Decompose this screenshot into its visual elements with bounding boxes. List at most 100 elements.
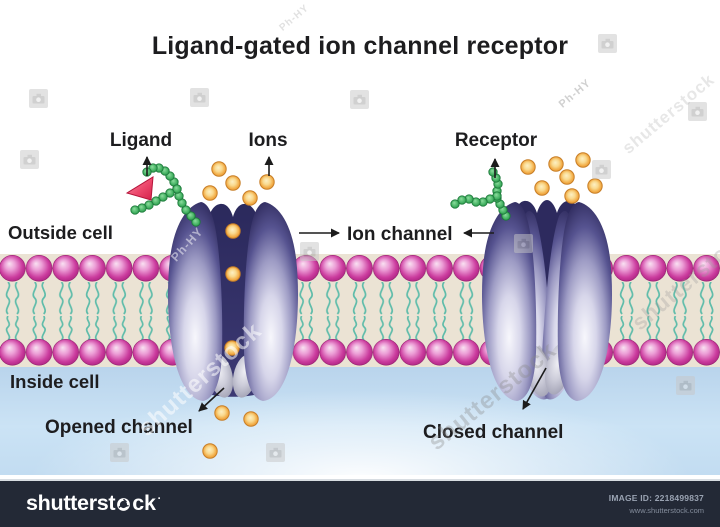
camera-bump	[117, 447, 122, 451]
ion	[587, 178, 603, 194]
camera-lens	[197, 96, 202, 101]
receptor-bead	[172, 184, 182, 194]
annotation-arrows	[142, 156, 547, 412]
inside-cell-background	[0, 367, 720, 477]
receptor-chain-left-branch	[130, 184, 182, 215]
camera-lens	[683, 384, 688, 390]
ion	[548, 156, 564, 172]
phospholipid-bilayer	[0, 255, 720, 366]
watermark-camera-icon	[190, 88, 209, 107]
lipid-heads-bottom-row	[0, 339, 720, 366]
receptor-bead	[165, 188, 175, 198]
camera-lens	[27, 158, 32, 163]
ion	[520, 159, 536, 175]
label-ions: Ions	[248, 130, 287, 151]
label-opened-channel: Opened channel	[45, 417, 193, 438]
ion	[225, 223, 241, 239]
camera-bump	[307, 246, 312, 250]
camera-lens	[599, 168, 604, 173]
ion	[211, 161, 227, 177]
ions-in-pore	[224, 223, 241, 356]
camera-bump	[27, 154, 32, 158]
receptor-bead	[457, 195, 467, 205]
closed-ion-channel	[482, 200, 612, 401]
watermark-camera-icon	[300, 242, 319, 261]
watermark-camera-icon	[676, 376, 695, 395]
logo-text-prefix: shutterst	[26, 491, 116, 516]
watermark-camera-icon	[350, 90, 369, 109]
camera-bump	[273, 447, 278, 451]
ion	[534, 180, 550, 196]
ions-outside-right	[520, 152, 603, 204]
ion	[564, 188, 580, 204]
camera-bump	[197, 92, 202, 96]
camera-lens	[307, 250, 312, 255]
watermark-camera-icon	[29, 89, 48, 108]
ion	[202, 443, 218, 459]
ligand-gated-channel-diagram: Ligand-gated ion channel receptor Ligand…	[0, 2, 720, 477]
shutterstock-logo: shutterst ck ·	[26, 493, 161, 515]
closed-channel-arrow	[522, 367, 547, 410]
receptor-bead	[450, 199, 460, 209]
watermark-camera-icon	[266, 443, 285, 462]
camera-lens	[36, 97, 41, 102]
camera-bump	[695, 106, 700, 110]
ions-outside-left	[202, 161, 275, 206]
shutterstock-footer-bar: shutterst ck · IMAGE ID: 2218499837 www.…	[0, 481, 720, 527]
ion	[225, 266, 241, 282]
watermark-squares	[20, 34, 707, 462]
receptor-bead	[158, 192, 168, 202]
footer-meta: IMAGE ID: 2218499837 www.shutterstock.co…	[609, 492, 704, 517]
ion	[224, 340, 240, 356]
watermark-camera-icon	[688, 102, 707, 121]
ion	[225, 175, 241, 191]
logo-mark: ·	[157, 493, 162, 506]
opened-channel-arrow	[198, 387, 225, 412]
opened-ion-channel	[168, 202, 298, 401]
receptor-bead	[191, 217, 201, 227]
camera-bump	[357, 94, 362, 98]
label-closed-channel: Closed channel	[423, 422, 563, 443]
watermark-camera-icon	[110, 443, 129, 462]
shutterstock-url: www.shutterstock.com	[629, 505, 704, 515]
label-outside-cell: Outside cell	[8, 222, 113, 243]
shutter-o-icon	[117, 498, 131, 512]
camera-bump	[599, 164, 604, 168]
page-title: Ligand-gated ion channel receptor	[152, 32, 568, 60]
lipid-heads-top-row	[0, 255, 720, 282]
receptor-bead	[151, 196, 161, 206]
camera-bump	[605, 38, 610, 42]
logo-text-suffix: ck	[132, 491, 156, 516]
label-ligand: Ligand	[110, 130, 172, 151]
camera-lens	[273, 451, 278, 457]
lipid-tails-lower	[0, 316, 720, 341]
ligand-molecule	[125, 176, 154, 201]
watermark-camera-icon	[592, 160, 611, 179]
camera-lens	[521, 242, 526, 247]
camera-lens	[117, 451, 122, 457]
receptor-bead	[488, 167, 498, 177]
camera-bump	[683, 380, 688, 384]
camera-bump	[521, 238, 526, 242]
label-inside-cell: Inside cell	[10, 371, 99, 392]
camera-lens	[695, 110, 700, 115]
camera-bump	[36, 93, 41, 97]
lipid-tails-upper	[0, 282, 720, 315]
footer-divider	[0, 479, 720, 481]
ion	[243, 411, 259, 427]
watermark-camera-icon	[20, 150, 39, 169]
label-ion-channel: Ion channel	[347, 224, 453, 245]
camera-lens	[605, 42, 610, 47]
ions-inside-cell	[202, 405, 259, 459]
label-receptor: Receptor	[455, 130, 538, 151]
camera-lens	[357, 98, 362, 103]
receptor-chain-right-branch	[450, 191, 502, 209]
ion	[559, 169, 575, 185]
image-id: IMAGE ID: 2218499837	[608, 492, 704, 503]
receptor-bead	[130, 205, 140, 215]
ion	[575, 152, 591, 168]
ion	[214, 405, 230, 421]
receptor-bead	[186, 211, 196, 221]
ion	[259, 174, 275, 190]
